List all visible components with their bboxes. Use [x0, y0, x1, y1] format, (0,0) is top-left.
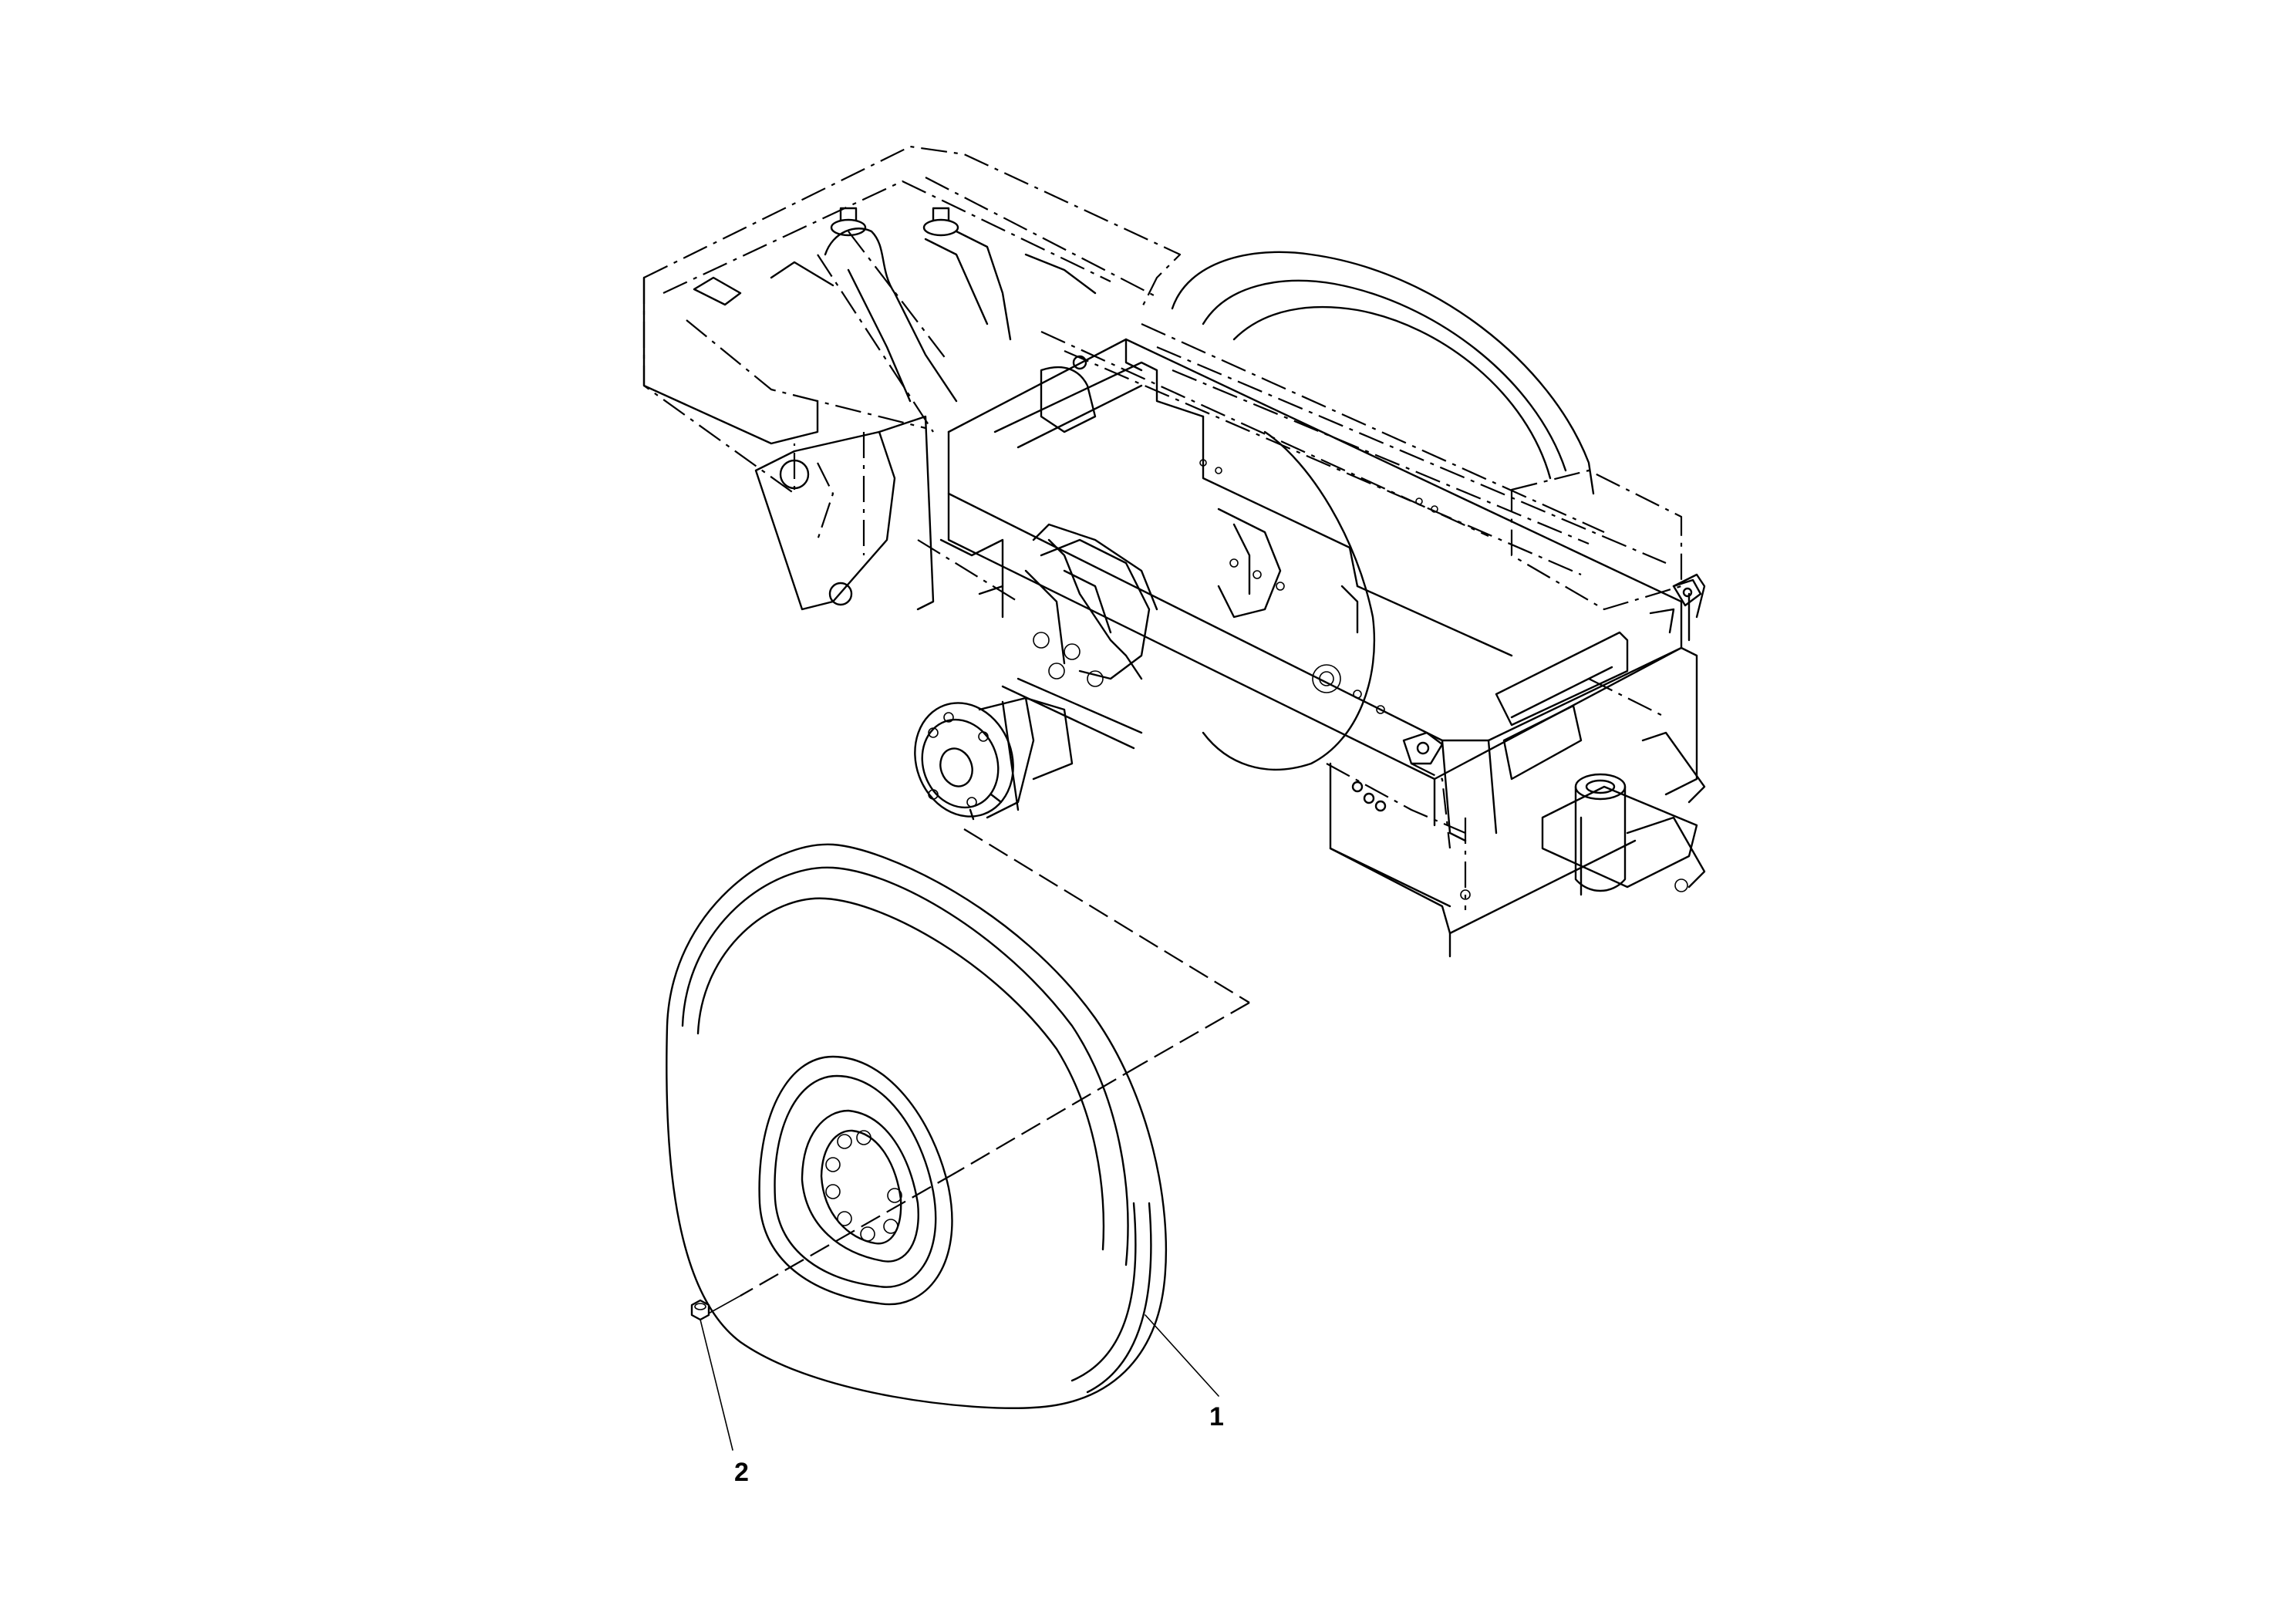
- wheel-tire-assembly: [666, 843, 1219, 1409]
- axle-hub-drawing: [914, 538, 1151, 821]
- alignment-lines: [705, 828, 1250, 1316]
- callout-2-leader: [700, 1319, 733, 1451]
- callout-1-label: 1: [1209, 1402, 1224, 1431]
- callout-1-leader: [1145, 1314, 1219, 1397]
- wheel-nut: [690, 1299, 733, 1451]
- rear-drum-drawing: [1171, 251, 1595, 771]
- callout-2-label: 2: [734, 1458, 749, 1487]
- main-frame-drawing: [642, 207, 1706, 958]
